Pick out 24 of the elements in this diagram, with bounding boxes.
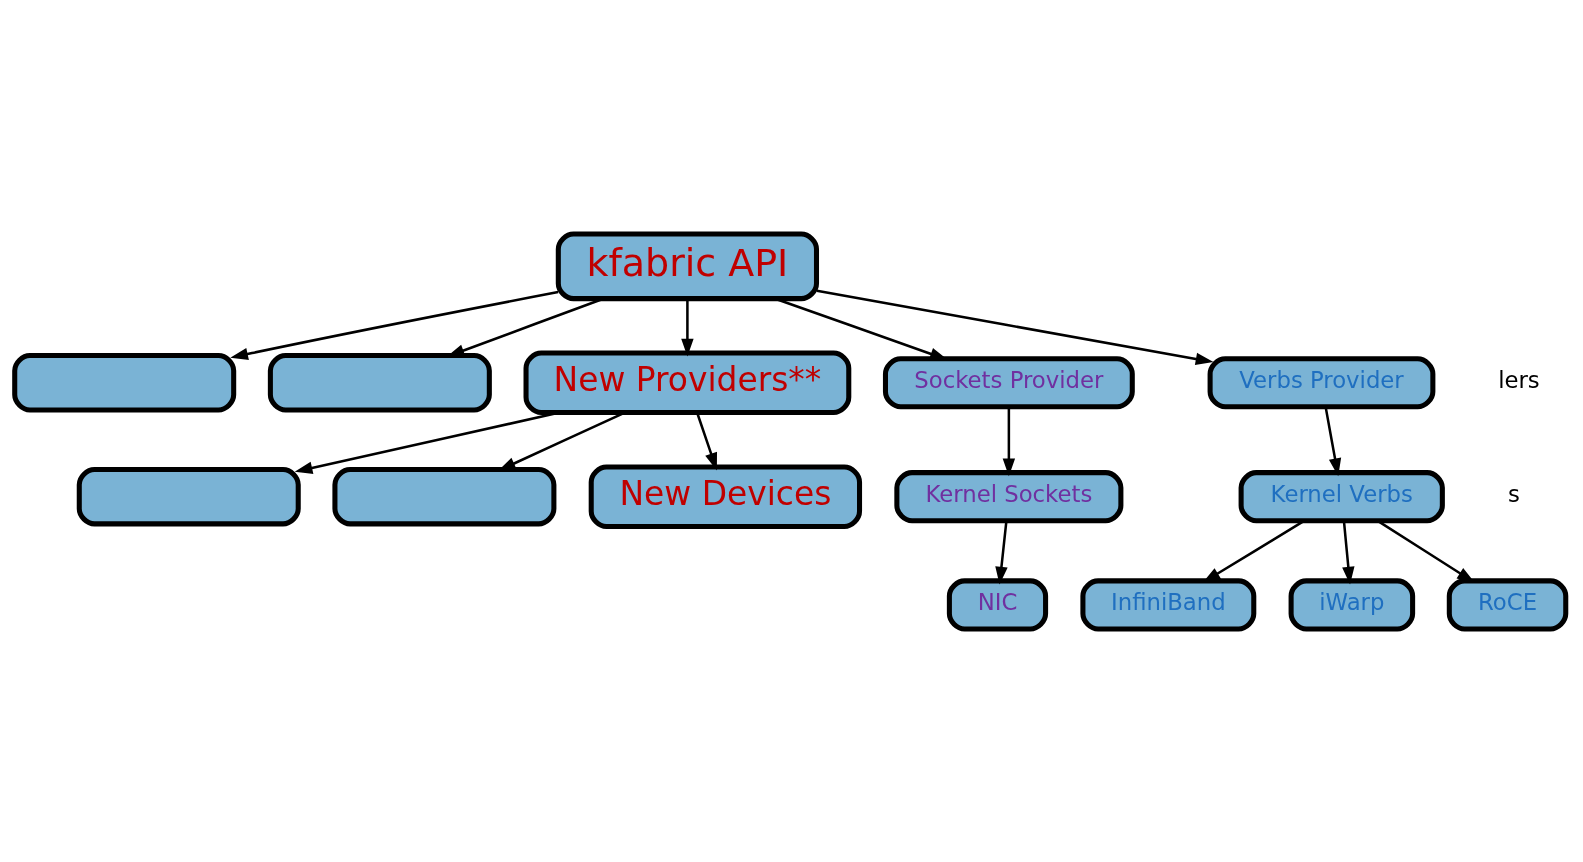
label: s xyxy=(1507,480,1520,507)
node-box: NIC xyxy=(946,577,1049,631)
node-box: New Providers** xyxy=(523,350,852,415)
node-box: Sockets Provider xyxy=(882,355,1135,409)
node-box xyxy=(12,352,237,412)
arrow xyxy=(1002,406,1016,476)
node-box: kfabric API xyxy=(555,231,820,301)
node-box: New Devices xyxy=(588,463,863,529)
label: lers xyxy=(1498,366,1540,393)
node-box xyxy=(332,466,557,526)
node-box: iWarp xyxy=(1288,577,1416,631)
arrow xyxy=(1324,406,1342,476)
node-box: InfiniBand xyxy=(1080,577,1257,631)
arrow xyxy=(816,289,1214,365)
arrow xyxy=(995,520,1008,585)
arrow xyxy=(681,298,694,357)
node-box xyxy=(267,352,492,412)
arrow xyxy=(230,290,559,360)
node-box: Kernel Sockets xyxy=(894,469,1124,523)
node-box: RoCE xyxy=(1446,577,1569,631)
node-box: Verbs Provider xyxy=(1207,355,1436,409)
node-box: Kernel Verbs xyxy=(1238,469,1445,523)
arrow xyxy=(1342,520,1355,585)
node-box xyxy=(76,466,301,526)
